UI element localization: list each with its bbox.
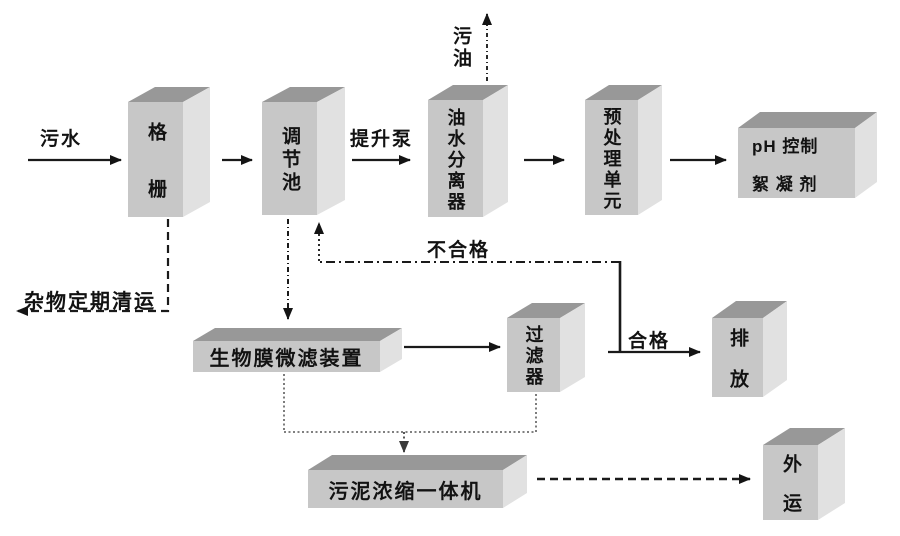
box-front-face: 过滤器 [507,318,560,392]
box-top-face [428,85,508,100]
box-top-face [585,85,662,100]
box-side-face [763,301,787,397]
box-side-face [818,428,845,520]
outward-transport-box: 外运 [763,428,845,532]
sludge-thickener-label: 污泥浓缩一体机 [328,480,483,503]
oil-water-separator-box: 油水分离器 [428,85,508,217]
debris-removal-label: 杂物定期清运 [24,291,156,313]
box-top-face [308,455,527,470]
grid-screen-label: 格栅 [145,121,166,236]
waste-oil-label: 污油 [450,26,471,70]
box-side-face [317,87,345,215]
regulation-tank-box: 调节池 [262,87,345,215]
box-front-face: 外运 [763,445,818,532]
box-top-face [763,428,845,445]
debris-removal-arrow [16,219,170,316]
box-front-face: 预处理单元 [585,100,638,215]
box-side-face [483,85,508,217]
discharge-label: 排放 [727,327,748,410]
oil-water-separator-label: 油水分离器 [445,107,466,213]
ph-control-label: pH 控制 [752,136,819,156]
box-side-face [380,328,402,372]
box-front-face: 排放 [712,318,763,410]
box-top-face [738,112,877,128]
outward-transport-label: 外运 [780,453,801,532]
grid-screen-box: 格栅 [128,87,210,236]
filter-label: 过滤器 [523,325,544,388]
box-front-face: 格栅 [128,102,183,236]
biofilm-microfilter-box: 生物膜微滤装置 [193,328,402,372]
discharge-box: 排放 [712,301,787,410]
box-top-face [712,301,787,318]
box-top-face [128,87,210,102]
box-top-face [193,328,402,341]
sewage-label: 污水 [40,129,83,150]
biofilm-microfilter-label: 生物膜微滤装置 [209,348,364,370]
qualified-label: 合格 [628,331,671,352]
box-front-face: pH 控制 絮 凝 剂 [738,128,855,198]
filter-box: 过滤器 [507,303,585,392]
box-side-face [183,87,210,217]
flocculant-label: 絮 凝 剂 [752,174,818,194]
box-front-face: 污泥浓缩一体机 [308,470,503,508]
box-front-face: 油水分离器 [428,100,483,217]
sludge-thickener-box: 污泥浓缩一体机 [308,455,527,508]
pretreatment-unit-label: 预处理单元 [601,106,622,212]
box-side-face [855,112,877,198]
unqualified-label: 不合格 [427,240,491,261]
box-side-face [638,85,662,215]
box-front-face: 生物膜微滤装置 [193,341,380,372]
lift-pump-label: 提升泵 [350,129,414,150]
pretreatment-unit-box: 预处理单元 [585,85,662,215]
box-top-face [507,303,585,318]
box-side-face [560,303,585,392]
regulation-tank-label: 调节池 [279,126,300,195]
ph-control-flocculant-box: pH 控制 絮 凝 剂 [738,112,877,198]
box-front-face: 调节池 [262,102,317,215]
